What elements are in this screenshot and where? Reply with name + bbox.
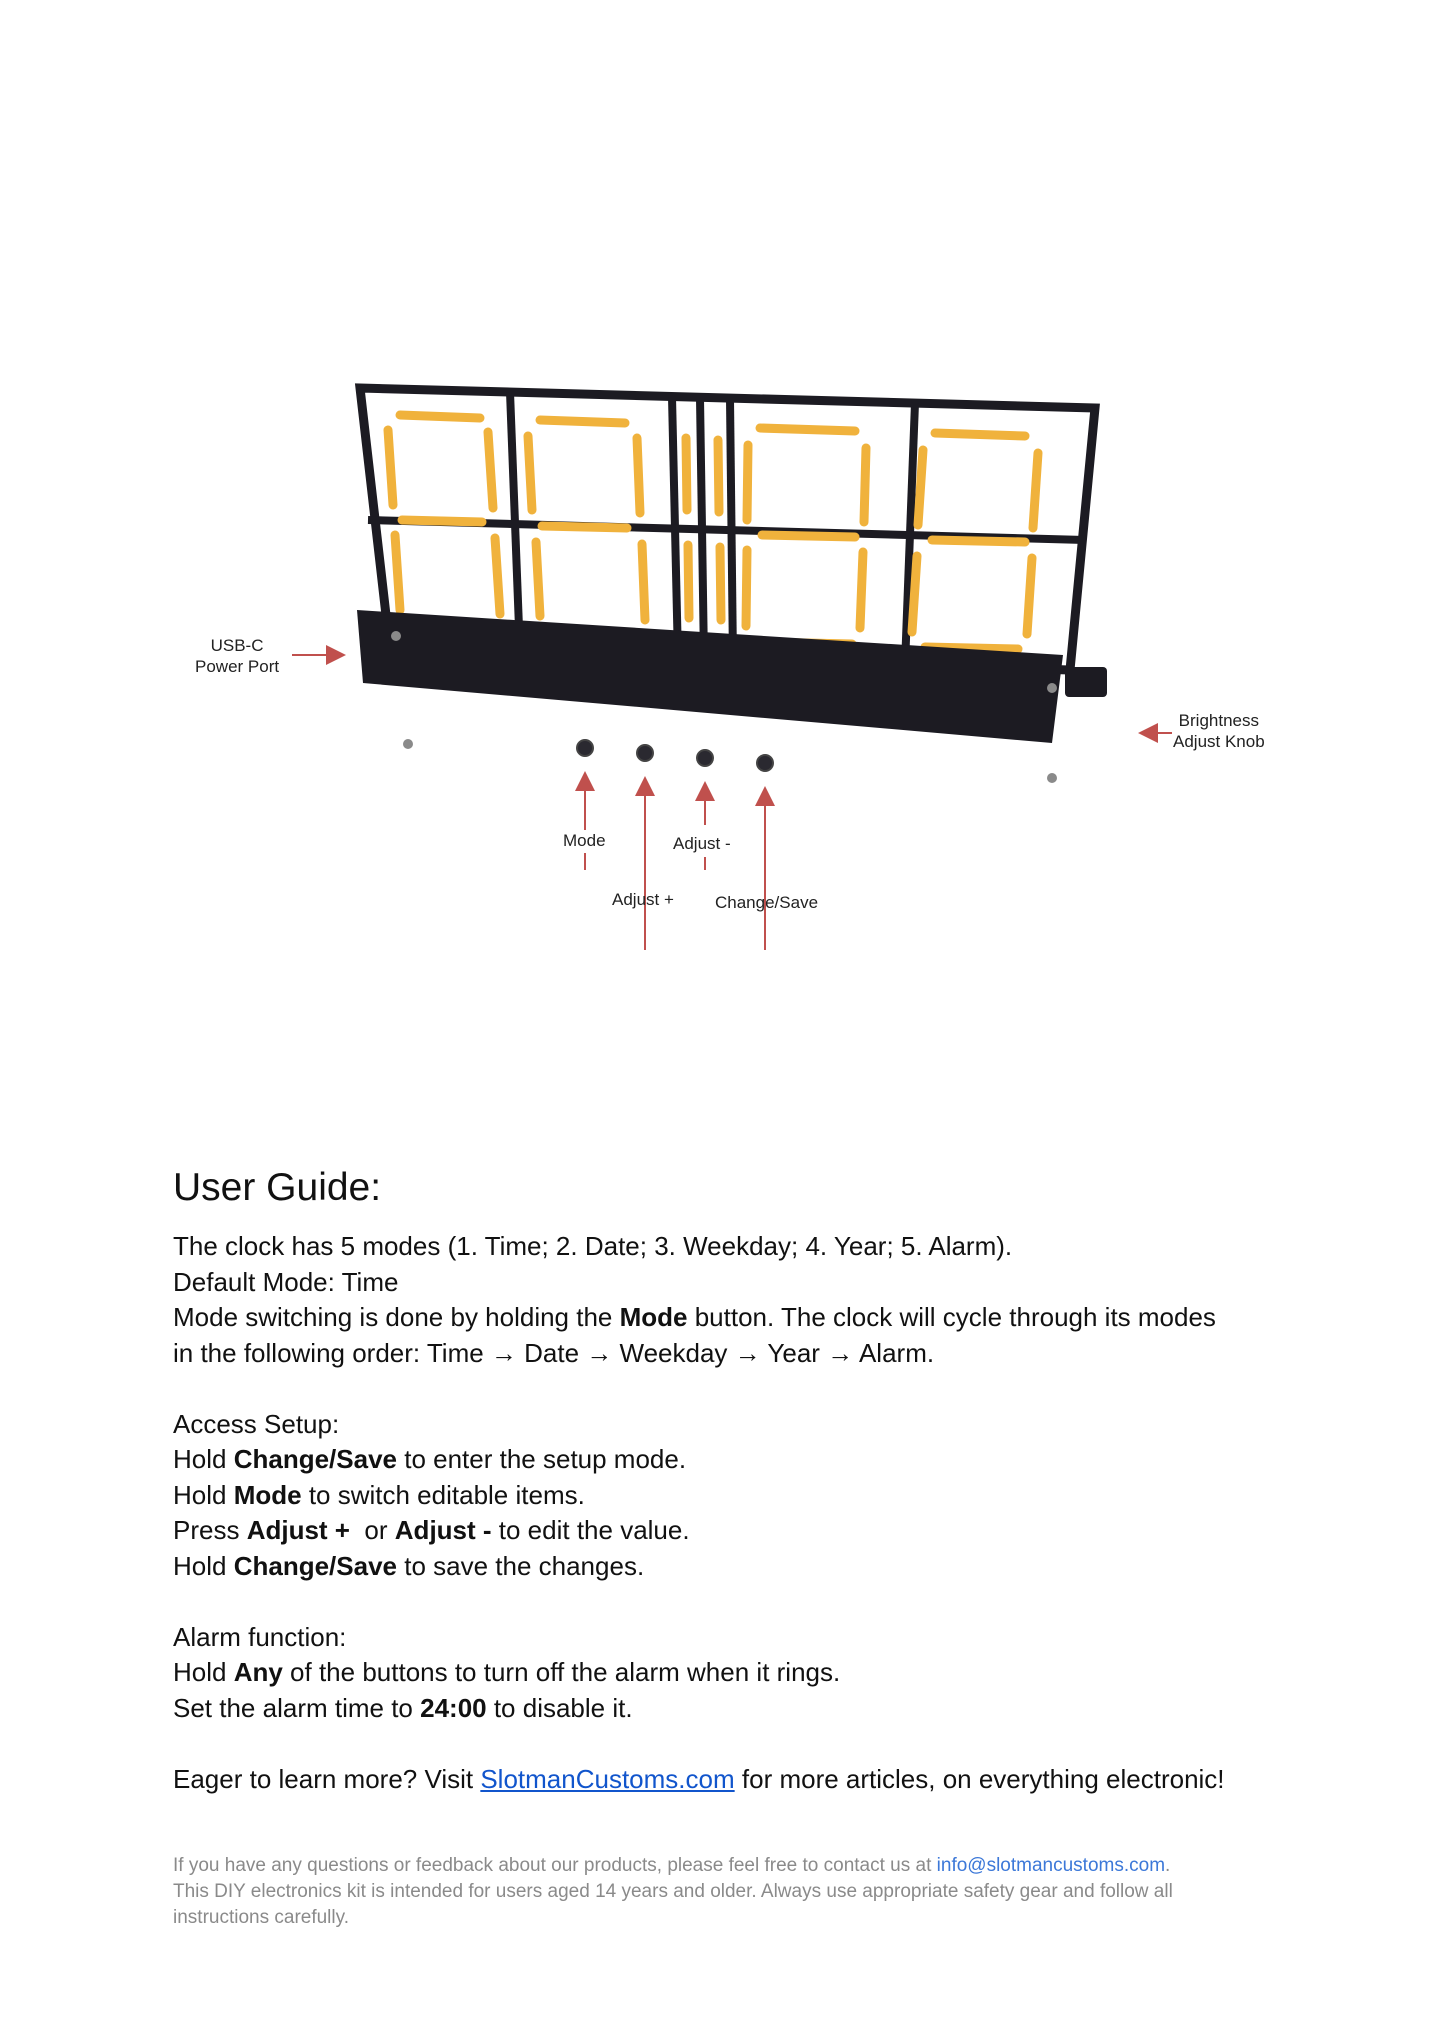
change-save-label: Change/Save [715, 893, 819, 912]
text: to edit the value. [491, 1515, 690, 1545]
spacer [173, 1726, 1273, 1762]
adjust-plus-button [636, 744, 654, 762]
alarm-line-2: Set the alarm time to 24:00 to disable i… [173, 1691, 1273, 1727]
text: to switch editable items. [301, 1479, 585, 1510]
footer-line-2: This DIY electronics kit is intended for… [173, 1881, 1173, 1902]
guide-title: User Guide: [173, 1166, 382, 1209]
bold-text: Adjust - [394, 1515, 492, 1545]
footer-line-1: If you have any questions or feedback ab… [173, 1853, 1273, 1879]
text: Hold [173, 1657, 234, 1687]
brightness-knob [1065, 667, 1107, 697]
text: Press [173, 1515, 247, 1545]
text: Hold [173, 1550, 234, 1581]
setup-line-4: Hold Change/Save to save the changes. [173, 1549, 1273, 1585]
learn-more-line: Eager to learn more? Visit SlotmanCustom… [173, 1762, 1273, 1798]
brightness-label-line2: Adjust Knob [1173, 732, 1265, 751]
bold-text: Adjust + [246, 1515, 350, 1545]
contact-email-link[interactable]: info@slotmancustoms.com [936, 1855, 1166, 1876]
text: or [349, 1515, 395, 1545]
bold-text: Change/Save [233, 1550, 397, 1581]
usb-c-label-line1: USB-C [210, 636, 264, 655]
footer-line-3: instructions carefully. [173, 1907, 349, 1928]
spacer [173, 1584, 1273, 1620]
slotman-customs-link[interactable]: SlotmanCustoms.com [480, 1763, 735, 1794]
brightness-label-line1: Brightness [1178, 711, 1259, 730]
spacer [173, 1371, 1273, 1407]
usb-c-label-line2: Power Port [195, 657, 280, 676]
text: . [1165, 1855, 1171, 1876]
digit-1 [383, 410, 505, 634]
mode-label: Mode [563, 831, 606, 850]
brightness-label: Brightness Adjust Knob [1173, 710, 1265, 752]
text: to disable it. [486, 1692, 633, 1723]
footer-note: If you have any questions or feedback ab… [173, 1853, 1273, 1931]
callout-arrows [292, 645, 1172, 950]
bold-text: 24:00 [420, 1692, 487, 1723]
text: to enter the setup mode. [397, 1444, 687, 1474]
colon [681, 433, 726, 625]
digit-2 [523, 415, 650, 639]
adjust-plus-label: Adjust + [612, 890, 674, 909]
intro-line-4: in the following order: Time → Date → We… [173, 1337, 935, 1368]
text: for more articles, on everything electro… [734, 1763, 1225, 1794]
text: Hold [173, 1444, 234, 1474]
intro-line-1: The clock has 5 modes (1. Time; 2. Date;… [173, 1231, 1013, 1261]
clock-illustration [292, 383, 1172, 950]
alarm-heading: Alarm function: [173, 1621, 347, 1652]
base-box [357, 610, 1107, 783]
text: Hold [173, 1479, 234, 1510]
intro-line-3: Mode switching is done by holding the Mo… [173, 1300, 1273, 1336]
text: If you have any questions or feedback ab… [173, 1855, 937, 1876]
text: of the buttons to turn off the alarm whe… [282, 1657, 841, 1687]
setup-line-2: Hold Mode to switch editable items. [173, 1478, 1273, 1514]
bold-text: Mode [233, 1479, 302, 1510]
setup-line-1: Hold Change/Save to enter the setup mode… [173, 1442, 1273, 1478]
text: Eager to learn more? Visit [173, 1763, 481, 1794]
text: button. The clock will cycle through its… [687, 1302, 1216, 1332]
bold-text: Change/Save [233, 1444, 397, 1474]
change-save-button [756, 754, 774, 772]
product-figure: USB-C Power Port Brightness Adjust Knob … [190, 370, 1290, 970]
text: Mode switching is done by holding the [173, 1302, 620, 1332]
adjust-minus-label: Adjust - [673, 834, 731, 853]
setup-heading: Access Setup: [173, 1408, 340, 1439]
digit-3 [741, 423, 871, 649]
usb-c-label: USB-C Power Port [195, 635, 279, 677]
intro-line-2: Default Mode: Time [173, 1266, 399, 1297]
adjust-minus-button [696, 749, 714, 767]
mode-button [576, 739, 594, 757]
text: to save the changes. [397, 1550, 645, 1581]
user-guide: User Guide: The clock has 5 modes (1. Ti… [173, 1165, 1273, 1797]
bold-text: Any [233, 1657, 283, 1687]
bold-text: Mode [619, 1302, 688, 1332]
text: Set the alarm time to [173, 1692, 421, 1723]
alarm-line-1: Hold Any of the buttons to turn off the … [173, 1655, 1273, 1691]
setup-line-3: Press Adjust + or Adjust - to edit the v… [173, 1513, 1273, 1549]
digit-4 [907, 428, 1043, 654]
